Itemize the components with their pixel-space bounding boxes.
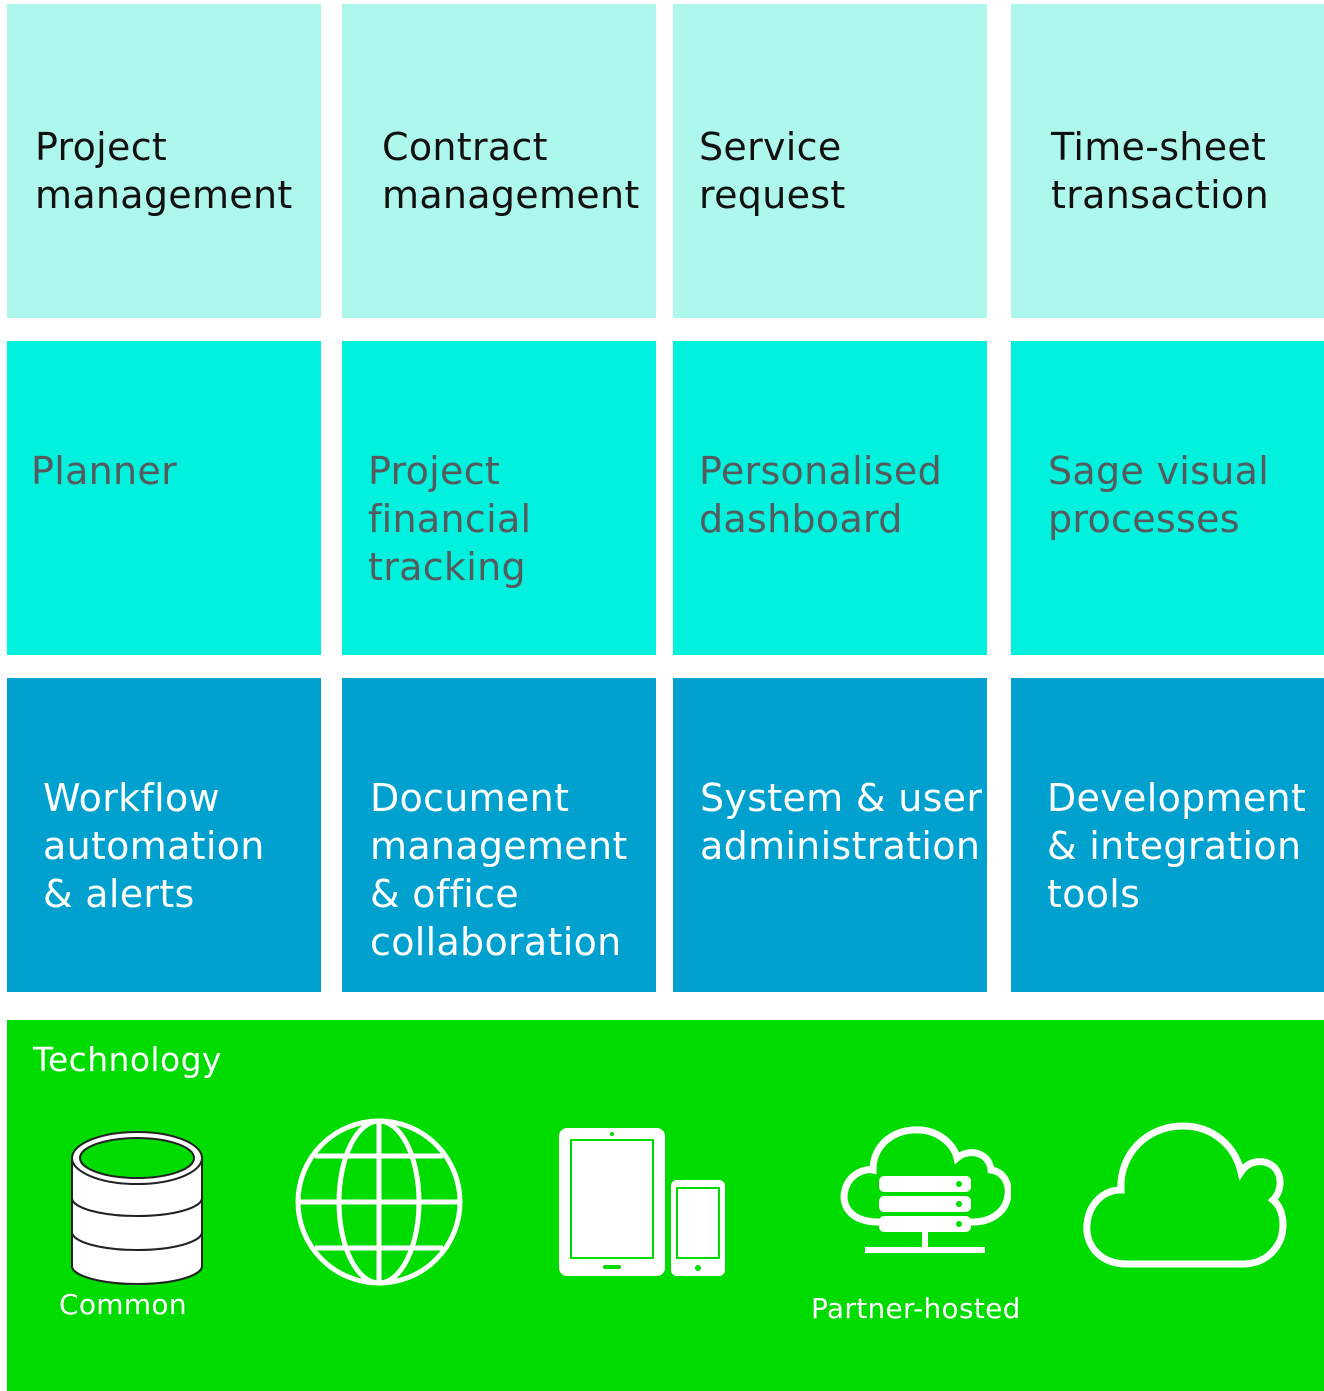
tile-development-integration-tools: Development & integration tools [1011, 678, 1324, 992]
tile-workflow-automation: Workflow automation & alerts [7, 678, 321, 992]
tile-system-user-administration: System & user administration [673, 678, 987, 992]
tile-label: Personalised dashboard [699, 449, 942, 541]
tile-project-financial-tracking: Project financial tracking [342, 341, 656, 655]
tile-label: Project management [35, 125, 293, 217]
tile-label: Document management & office collaborati… [370, 776, 628, 964]
partner-hosted-label: Partner-hosted [811, 1292, 1021, 1325]
tile-sage-visual-processes: Sage visual processes [1011, 341, 1324, 655]
tile-label: Time-sheet transaction [1051, 125, 1269, 217]
tablet-phone-icon [559, 1128, 725, 1276]
tile-planner: Planner [7, 341, 321, 655]
technology-panel: Technology Common [7, 1020, 1324, 1391]
tile-label: Workflow automation & alerts [43, 776, 265, 916]
tile-label: Development & integration tools [1047, 776, 1307, 916]
tile-project-management: Project management [7, 4, 321, 318]
tile-label: Sage visual processes [1048, 449, 1270, 541]
cloud-icon [1083, 1122, 1287, 1268]
tile-personalised-dashboard: Personalised dashboard [673, 341, 987, 655]
tile-time-sheet-transaction: Time-sheet transaction [1011, 4, 1324, 318]
technology-title: Technology [33, 1040, 222, 1079]
database-icon [71, 1131, 203, 1285]
tile-document-management: Document management & office collaborati… [342, 678, 656, 992]
globe-icon [295, 1118, 463, 1286]
tile-label: Service request [699, 125, 846, 217]
tile-label: Contract management [382, 125, 640, 217]
tile-service-request: Service request [673, 4, 987, 318]
common-label: Common [59, 1288, 187, 1321]
tile-label: Project financial tracking [368, 449, 532, 589]
server-cloud-icon [840, 1126, 1011, 1253]
tile-label: System & user administration [700, 776, 983, 868]
tile-label: Planner [31, 449, 178, 493]
tile-contract-management: Contract management [342, 4, 656, 318]
